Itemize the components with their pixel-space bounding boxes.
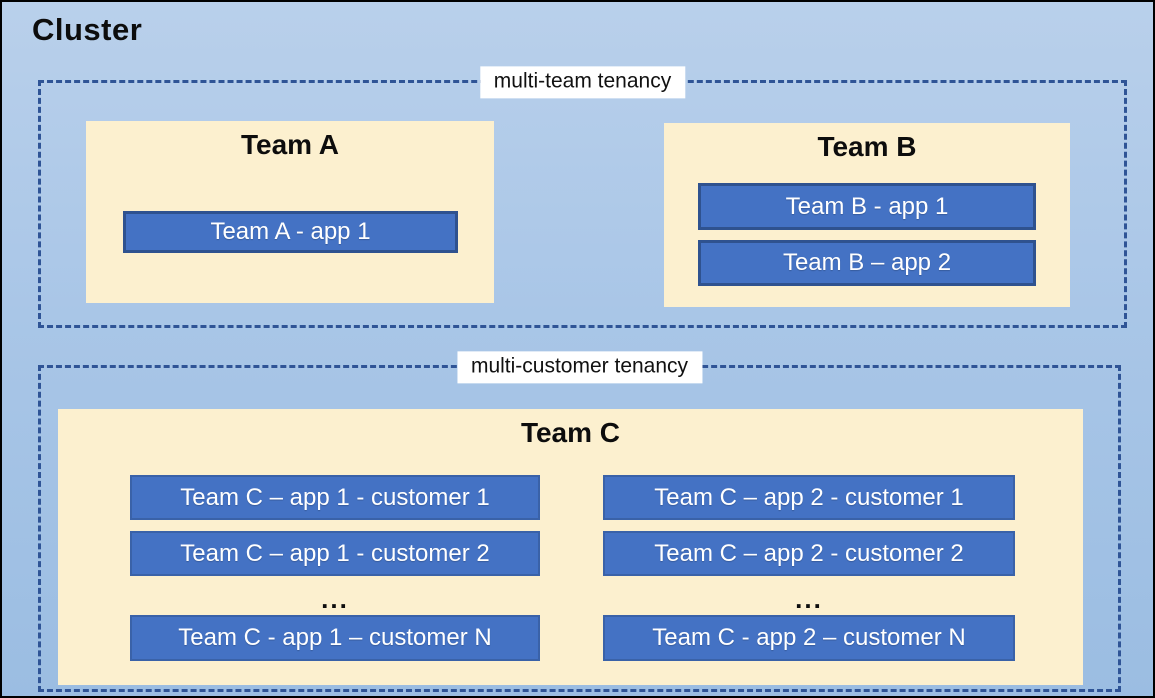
team-b-app-2: Team B – app 2 <box>698 240 1036 286</box>
team-c-box: Team C Team C – app 1 - customer 1 Team … <box>58 409 1083 685</box>
team-c-app1-column: Team C – app 1 - customer 1 Team C – app… <box>130 475 540 661</box>
team-c-app2-column: Team C – app 2 - customer 1 Team C – app… <box>603 475 1015 661</box>
team-c-app2-customer-n: Team C - app 2 – customer N <box>603 615 1015 661</box>
multi-customer-tenancy-label: multi-customer tenancy <box>456 351 703 384</box>
team-c-app1-ellipsis: ... <box>321 584 349 614</box>
team-c-app1-customer-2: Team C – app 1 - customer 2 <box>130 531 540 576</box>
team-c-title: Team C <box>520 417 621 448</box>
team-c-app2-customer-2: Team C – app 2 - customer 2 <box>603 531 1015 576</box>
team-c-app2-ellipsis: ... <box>795 584 823 614</box>
multi-team-tenancy-label: multi-team tenancy <box>479 66 686 99</box>
team-a-app-1: Team A - app 1 <box>123 211 458 253</box>
team-c-app2-customer-1: Team C – app 2 - customer 1 <box>603 475 1015 520</box>
team-a-box: Team A Team A - app 1 <box>86 121 494 303</box>
team-b-box: Team B Team B - app 1 Team B – app 2 <box>664 123 1070 307</box>
team-b-app-1: Team B - app 1 <box>698 183 1036 230</box>
cluster-title: Cluster <box>32 12 143 47</box>
team-b-title: Team B <box>817 131 917 162</box>
team-c-app1-customer-1: Team C – app 1 - customer 1 <box>130 475 540 520</box>
team-c-app1-customer-n: Team C - app 1 – customer N <box>130 615 540 661</box>
multi-customer-tenancy-zone: multi-customer tenancy Team C Team C – a… <box>38 351 1121 692</box>
team-a-title: Team A <box>240 129 340 160</box>
multi-team-tenancy-zone: multi-team tenancy Team A Team A - app 1… <box>38 66 1127 328</box>
